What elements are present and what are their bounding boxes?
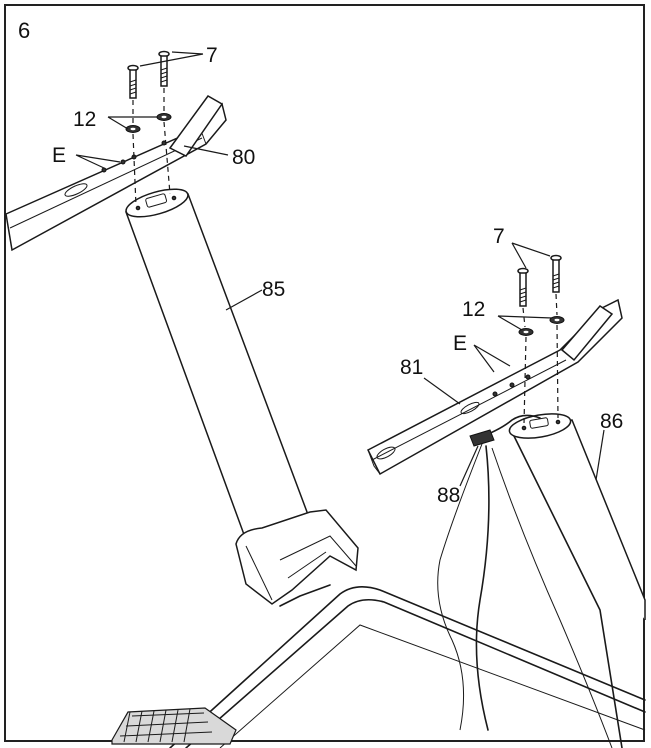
base-frame (111, 584, 646, 748)
label-bolt-7-right: 7 (493, 225, 505, 248)
step-number: 6 (18, 18, 30, 43)
leaders-left (75, 51, 263, 311)
label-bracket-80: 80 (232, 146, 255, 169)
label-bolt-7-left: 7 (206, 44, 218, 67)
label-washer-12-left: 12 (73, 108, 96, 131)
label-bracket-81: 81 (400, 356, 423, 379)
label-wire-88: 88 (437, 484, 460, 507)
bracket-80 (5, 95, 227, 252)
bolt-7-left (127, 50, 170, 99)
washer-12-right (518, 316, 565, 336)
bolt-7-right (517, 254, 562, 307)
label-hole-e-left: E (52, 144, 66, 167)
upright-86 (508, 413, 646, 748)
alignment-lines-left (132, 88, 171, 207)
upright-85 (125, 188, 311, 541)
bracket-81 (366, 298, 623, 476)
label-washer-12-right: 12 (462, 298, 485, 321)
leaders-right (423, 242, 605, 487)
wire-88 (437, 414, 613, 748)
upright-base-bracket (235, 509, 359, 605)
console-grille (111, 707, 237, 745)
label-hole-e-right: E (453, 332, 467, 355)
label-upright-86: 86 (600, 410, 623, 433)
label-upright-85: 85 (262, 278, 285, 301)
